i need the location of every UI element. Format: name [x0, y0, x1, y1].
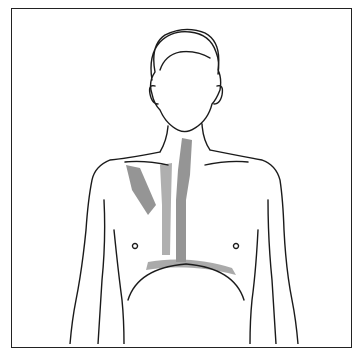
right-nipple: [234, 244, 239, 249]
chest-highlight-band: [160, 163, 172, 255]
neck-highlight-band: [176, 138, 192, 262]
left-torso: [114, 230, 124, 344]
right-shoulder: [210, 150, 298, 344]
hair-detail: [160, 52, 210, 70]
right-clavicle: [205, 161, 248, 165]
left-clavicle: [125, 161, 168, 165]
right-torso: [250, 230, 258, 344]
left-shoulder: [70, 152, 160, 344]
left-inner-arm: [98, 200, 105, 344]
neck-right: [202, 124, 210, 150]
right-inner-arm: [268, 200, 276, 344]
neck-left: [160, 126, 168, 152]
head-outline: [151, 29, 221, 131]
shoulder-highlight-wedge: [126, 165, 156, 215]
lower-chest-highlight-arc: [146, 260, 236, 275]
highlight-regions: [126, 138, 236, 275]
left-nipple: [133, 244, 138, 249]
